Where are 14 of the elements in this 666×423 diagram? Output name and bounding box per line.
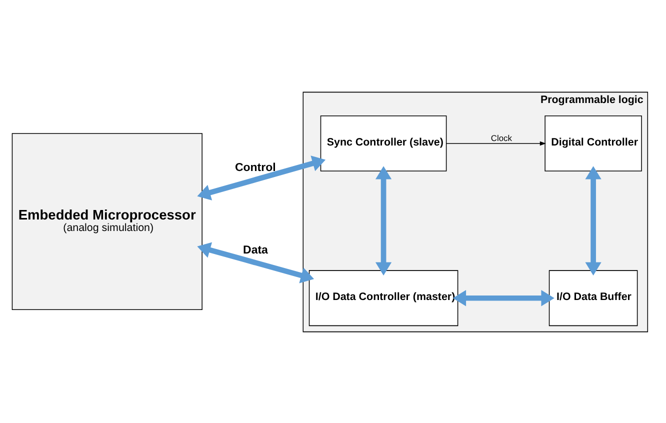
node-box: Sync Controller (slave) (320, 115, 447, 171)
node-box: I/O Data Controller (master) (308, 270, 458, 326)
arrow (452, 290, 554, 306)
arrow (197, 155, 326, 200)
edge-label: Data (243, 244, 268, 256)
arrow (446, 140, 546, 146)
edge-label: Control (235, 162, 276, 174)
arrow (197, 242, 314, 283)
node-box: Digital Controller (544, 115, 642, 171)
arrow (375, 166, 392, 275)
node-box: Embedded Microprocessor (analog simulation) (12, 132, 202, 310)
node-box: I/O Data Buffer (548, 270, 638, 326)
edge-label: Clock (490, 132, 512, 143)
arrow (585, 166, 602, 275)
